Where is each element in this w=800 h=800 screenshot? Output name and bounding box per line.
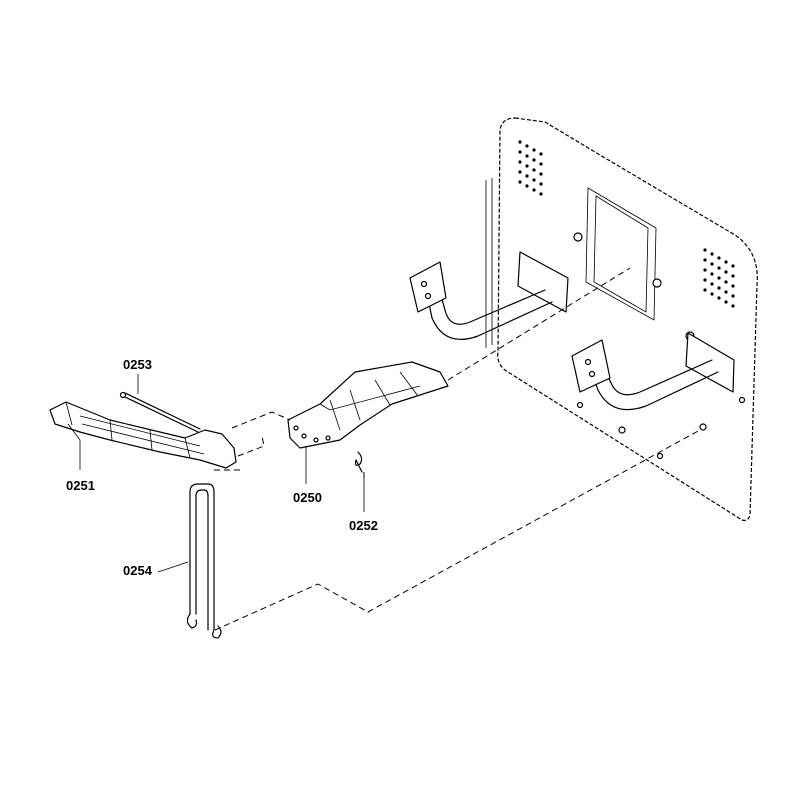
label-0253: 0253 — [123, 357, 152, 372]
label-0251: 0251 — [66, 478, 95, 493]
vent-holes-right — [703, 248, 735, 308]
part-0250-carriage — [287, 361, 449, 449]
vent-holes-left — [518, 140, 543, 196]
part-0253-pin — [119, 391, 201, 433]
assembly-lines — [214, 267, 701, 631]
part-0254-rod — [186, 483, 222, 639]
label-0250: 0250 — [293, 490, 322, 505]
mounting-plate — [409, 117, 758, 522]
leader-lines — [67, 374, 365, 573]
label-0252: 0252 — [349, 518, 378, 533]
part-0251-handle — [49, 401, 237, 469]
label-0254: 0254 — [123, 563, 152, 578]
part-0252-clip — [354, 451, 363, 473]
